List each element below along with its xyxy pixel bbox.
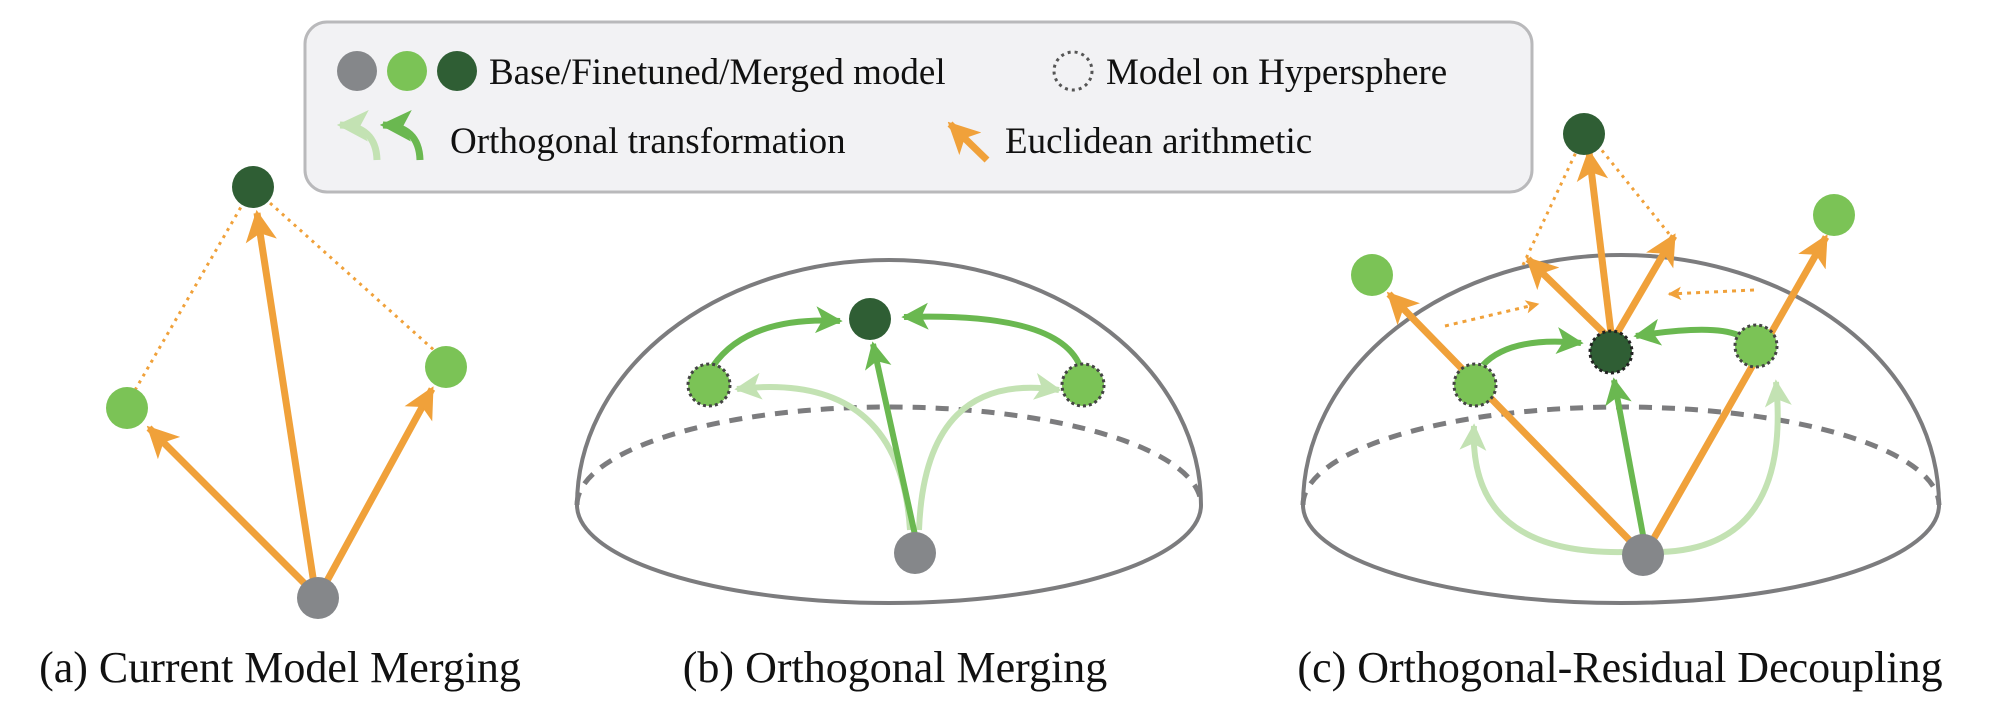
hemisphere-front-equator [575, 504, 1203, 605]
euclidean-arrow-icon [947, 121, 990, 163]
hemisphere-front-equator [1301, 504, 1941, 605]
hemisphere-arc [575, 258, 1203, 506]
orthogonal-light-arrow-icon [336, 110, 381, 161]
orthogonal-arrow [865, 341, 918, 536]
base-model-node [1622, 534, 1664, 576]
base-model-icon [337, 51, 377, 91]
dotted-link [125, 206, 243, 405]
euclidean-arrow [245, 209, 318, 585]
euclidean-arrow [1386, 291, 1644, 555]
euclidean-arrow [1576, 148, 1615, 334]
legend-hypersphere-label: Model on Hypersphere [1106, 52, 1447, 93]
legend-euclidean-label: Euclidean arithmetic [1005, 121, 1312, 162]
caption-b: (b) Orthogonal Merging [683, 643, 1107, 692]
orthogonal-arrow-icon [379, 110, 424, 161]
dotted-link [268, 201, 447, 362]
hypersphere-finetuned-node [1060, 362, 1106, 408]
merged-model-node [232, 166, 274, 208]
panel-b: (b) Orthogonal Merging [574, 258, 1204, 692]
euclidean-arrow [146, 425, 318, 597]
orthogonal-arrow [1633, 318, 1740, 346]
legend-orthogonal-label: Orthogonal transformation [450, 121, 846, 162]
base-model-node [297, 577, 339, 619]
finetuned-model-node [106, 387, 148, 429]
dotted-link [1521, 147, 1580, 266]
merged-model-icon [437, 51, 477, 91]
legend-models-label: Base/Finetuned/Merged model [489, 52, 946, 93]
hypersphere-merged-node [1588, 329, 1634, 375]
panel-c: (c) Orthogonal-Residual Decoupling [1297, 113, 1943, 692]
finetuned-model-node [1351, 254, 1393, 296]
euclidean-arrow [1612, 233, 1678, 337]
finetuned-model-icon [387, 51, 427, 91]
orthogonal-light-arrow [1459, 423, 1626, 556]
merged-model-node [849, 298, 891, 340]
caption-c: (c) Orthogonal-Residual Decoupling [1297, 643, 1942, 692]
hypersphere-finetuned-node [1452, 362, 1498, 408]
orthogonal-arrow [1605, 377, 1646, 536]
legend-box [303, 20, 1534, 194]
caption-a: (a) Current Model Merging [39, 643, 521, 692]
finetuned-model-node [1813, 194, 1855, 236]
hemisphere-arc [1301, 253, 1941, 506]
base-model-node [894, 532, 936, 574]
hypersphere-model-icon [1052, 50, 1094, 92]
hemisphere-back-equator [574, 404, 1204, 506]
panel-a: (a) Current Model Merging [39, 166, 521, 692]
hypersphere-finetuned-node [686, 362, 732, 408]
euclidean-arrow [1525, 256, 1609, 338]
finetuned-model-node [425, 346, 467, 388]
orthogonal-arrow [710, 306, 843, 368]
orthogonal-light-arrow [1659, 379, 1792, 555]
dotted-small-arrow [1667, 286, 1755, 301]
orthogonal-arrow [901, 302, 1083, 368]
merged-model-node [1563, 113, 1605, 155]
euclidean-arrow [1642, 234, 1830, 554]
dotted-link [1598, 147, 1676, 241]
euclidean-arrow [318, 386, 436, 592]
legend: Base/Finetuned/Merged model Model on Hyp… [303, 20, 1534, 194]
dotted-small-arrow [1444, 300, 1540, 328]
hypersphere-finetuned-node [1733, 323, 1779, 369]
orthogonal-light-arrow [916, 373, 1062, 531]
orthogonal-arrow [1480, 327, 1584, 368]
